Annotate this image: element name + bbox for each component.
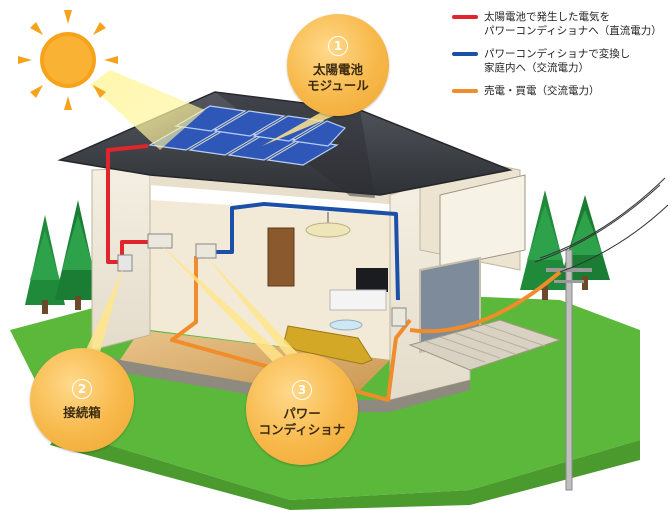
callout-3-pointer-b [206,256,304,360]
callout-number: 3 [292,380,312,400]
callout-label: モジュール [307,78,369,93]
callout-label: パワー [283,406,321,421]
home-ac-wire [210,202,400,301]
tv [356,268,388,292]
legend-line: 太陽電池で発生した電気を [484,11,610,23]
legend-item-home-ac: パワーコンディショナで変換し 家庭内へ（交流電力） [452,47,667,75]
coffee-table [329,319,363,331]
legend-text-dc: 太陽電池で発生した電気を パワーコンディショナへ（直流電力） [484,10,662,38]
deck-slats [424,324,546,363]
callout-power-conditioner: 3 パワー コンディショナ [246,353,358,465]
sun-icon [18,10,118,110]
legend-item-grid-ac: 売電・買電（交流電力） [452,84,667,98]
door [267,227,295,287]
sun-beam [90,70,205,150]
tv-stand [329,289,387,311]
junction-box [117,254,133,272]
callout-junction-box: 2 接続箱 [30,348,134,452]
callout-3-pointer-a [160,244,288,364]
meter-box [391,307,407,327]
legend-text-home-ac: パワーコンディショナで変換し 家庭内へ（交流電力） [484,47,630,75]
ceiling-lamp [305,222,351,238]
distribution-board [195,243,217,259]
legend-line: パワーコンディショナへ（直流電力） [484,25,662,37]
legend: 太陽電池で発生した電気を パワーコンディショナへ（直流電力） パワーコンディショ… [452,10,667,107]
callout-label: 太陽電池 [312,62,363,77]
legend-swatch-home-ac [452,52,478,56]
tree-group-right [520,190,610,300]
legend-line: 売電・買電（交流電力） [484,85,600,97]
legend-item-dc: 太陽電池で発生した電気を パワーコンディショナへ（直流電力） [452,10,667,38]
callout-label: 接続箱 [63,405,101,420]
callout-solar-module: 1 太陽電池 モジュール [287,14,389,116]
tree-group-left [25,200,100,314]
callout-number: 1 [328,36,348,56]
dc-wire [106,144,149,264]
legend-text-grid-ac: 売電・買電（交流電力） [484,84,600,98]
power-conditioner [147,233,173,249]
legend-line: 家庭内へ（交流電力） [484,62,589,74]
legend-line: パワーコンディショナで変換し [484,48,631,60]
callout-1-pointer [262,110,343,146]
legend-swatch-grid-ac [452,89,478,93]
callout-number: 2 [72,379,92,399]
grid-ac-wire-to-pole [409,270,562,334]
wooden-deck [408,319,562,371]
callout-label: コンディショナ [258,422,346,437]
balcony [439,174,526,269]
legend-swatch-dc [452,15,478,19]
callout-2-pointer [85,266,124,352]
utility-pole [534,177,669,491]
lawn-shade [50,430,640,510]
